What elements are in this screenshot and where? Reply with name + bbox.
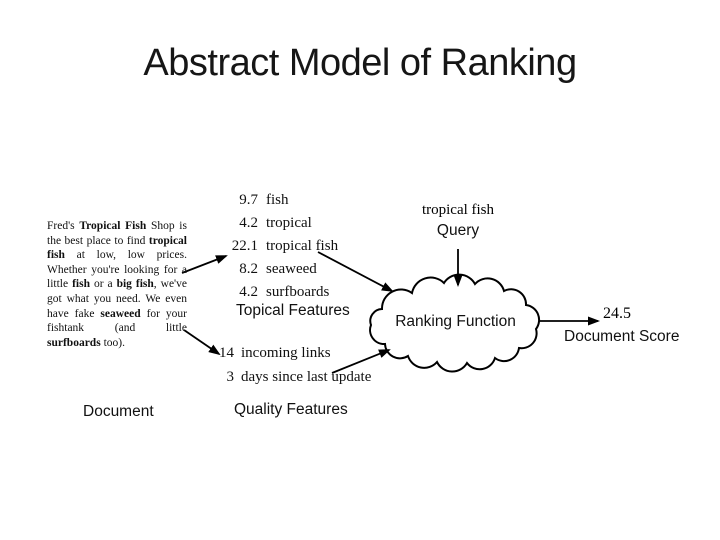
feature-value: 8.2 (239, 261, 258, 277)
doc-segment-bold: tropical fish (47, 234, 187, 262)
feature-value: 22.1 (231, 238, 258, 254)
doc-segment: Shop is the best place to find (47, 220, 187, 247)
feature-term: fish (266, 192, 289, 208)
document-score-value: 24.5 (603, 305, 631, 322)
doc-segment-bold: big fish (116, 278, 154, 291)
feature-term: tropical fish (266, 238, 339, 254)
feature-value: 14 (219, 345, 234, 361)
doc-segment: at low, low prices. Whether you're looki… (47, 249, 187, 291)
feature-term: tropical (266, 215, 312, 231)
query-text: tropical fish (421, 202, 495, 218)
ranking-function-label: Ranking Function (395, 313, 516, 330)
doc-segment: too). (100, 336, 125, 349)
ranking-function-cloud (369, 273, 541, 373)
query-label: Query (436, 222, 480, 239)
arrow-document-to-topical (181, 255, 228, 274)
doc-segment: for your fishtank (and little (47, 307, 187, 335)
feature-term: seaweed (266, 261, 317, 277)
feature-term: surfboards (266, 284, 330, 300)
quality-features-label: Quality Features (234, 401, 348, 418)
feature-value: 4.2 (239, 215, 258, 231)
doc-segment-bold: fish (72, 278, 90, 291)
doc-segment: or a (89, 278, 117, 291)
document-text-block: Fred's Tropical Fish Shop is the best pl… (47, 219, 187, 350)
topical-features-label: Topical Features (236, 302, 350, 319)
feature-value: 9.7 (239, 192, 258, 208)
doc-segment-bold: seaweed (100, 307, 141, 320)
feature-term: incoming links (241, 345, 331, 361)
doc-segment-bold: Tropical Fish (79, 220, 147, 232)
doc-segment: Fred's (47, 220, 80, 232)
feature-value: 3 (226, 369, 235, 385)
arrow-quality-to-ranking (331, 349, 391, 374)
slide-title: Abstract Model of Ranking (143, 42, 577, 84)
document-score-label: Document Score (564, 328, 680, 345)
arrow-topical-to-ranking (317, 251, 394, 292)
feature-term: days since last update (241, 369, 372, 385)
doc-segment: , we've got what you need. We even have … (47, 278, 187, 320)
arrow-document-to-quality (183, 329, 221, 356)
document-label: Document (83, 403, 154, 420)
feature-value: 4.2 (239, 284, 258, 300)
doc-segment-bold: surfboards (47, 336, 101, 349)
